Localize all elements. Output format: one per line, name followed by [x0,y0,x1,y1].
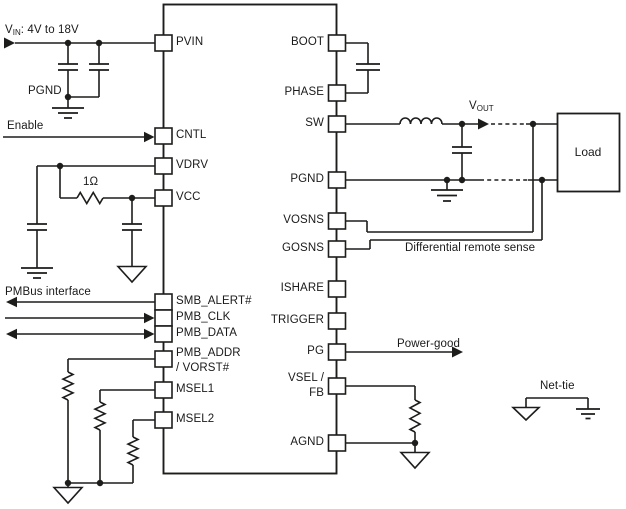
pin-label-vcc: VCC [176,191,201,203]
earth-ground-icon [52,107,84,119]
earth-ground-icon [576,408,600,420]
signal-ground-icon [511,406,541,422]
pin-box-pmb-addr [154,350,173,368]
pin-label-msel2: MSEL2 [176,413,215,425]
remote-sense-label: Differential remote sense [405,242,536,254]
vin-label: VIN: 4V to 18V [5,24,79,37]
pin-label-agnd: AGND [290,436,324,448]
vout-label: VOUT [469,100,494,113]
net-tie-wires [525,397,589,409]
load-box-outline [556,112,621,193]
vdrv-net-wires [36,165,155,268]
vin-net-wires [15,42,155,108]
signal-ground-icon [116,265,148,284]
earth-ground-icon [431,189,463,202]
input-capacitor-2-icon [89,63,109,71]
earth-ground-icon [21,267,53,279]
pin-box-sw [327,115,347,133]
msel1-net-wires [99,389,155,483]
pin-box-vdrv [154,157,173,175]
pin-label-ishare: ISHARE [280,282,324,294]
pin-label-phase: PHASE [284,86,324,98]
msel1-resistor-icon [93,401,107,431]
pmb-addr-net-wires [67,358,155,483]
pin-label-gosns: GOSNS [281,242,324,254]
pin-box-ishare [327,280,347,298]
vcc-capacitor-icon [122,223,142,231]
pin-label-smb-alert: SMB_ALERT# [176,295,252,307]
bootstrap-capacitor-icon [356,63,380,71]
pin-box-msel1 [154,381,173,399]
pin-label-vosns: VOSNS [283,214,324,226]
pin-label-vdrv: VDRV [176,159,209,171]
pin-label-pgnd: PGND [290,173,324,185]
pin-box-pgnd [327,171,347,189]
pin-box-pg [327,343,347,361]
pmbus-interface-label: PMBus interface [5,286,91,298]
signal-ground-icon [52,486,84,505]
signal-ground-icon [399,451,431,470]
msel2-resistor-icon [126,436,140,466]
feedback-resistor-icon [408,399,422,433]
pin-box-boot [327,34,347,52]
pmb-data-in-arrow-icon [144,328,155,340]
pin-box-vsel-fb [327,377,347,395]
bootstrap-net-wires [345,42,369,94]
pin-label-trigger: TRIGGER [270,314,324,326]
vcc-net-wires [59,166,155,266]
pin-label-pmb-data: PMB_DATA [176,327,238,339]
pin-label-vsel-fb: VSEL / FB [288,372,324,399]
load-label: Load [574,145,602,159]
pin-label-pvin: PVIN [176,36,204,48]
pin-box-smb-alert [154,293,173,311]
pin-box-vcc [154,189,173,207]
pin-box-cntl [154,127,173,145]
ic-pin-boxes [154,34,347,452]
filter-resistor-value-label: 1Ω [83,176,99,188]
pin-label-cntl: CNTL [176,129,207,141]
ic-body [162,3,338,475]
input-pgnd-label: PGND [28,85,62,97]
pin-box-gosns [327,240,347,258]
pmb-clk-in-arrow-icon [144,312,155,324]
pin-box-agnd [327,434,347,452]
output-inductor-icon [399,117,443,125]
smb-alert-out-arrow-icon [6,296,17,308]
enable-arrow-icon [144,131,155,143]
pin-label-pg: PG [307,345,324,357]
pin-box-phase [327,84,347,102]
input-capacitor-1-icon [58,63,78,71]
remote-sense-wires [345,124,543,250]
filter-resistor-icon [76,190,104,206]
msel2-net-wires [132,419,155,483]
output-capacitor-icon [452,146,472,154]
pin-box-vosns [327,212,347,230]
junction-dots [56,39,546,487]
pin-label-msel1: MSEL1 [176,383,215,395]
power-good-arrow-icon [452,346,463,358]
power-good-label: Power-good [397,338,461,350]
vdrv-capacitor-icon [27,223,47,231]
enable-label: Enable [7,120,44,132]
pin-label-pmb-clk: PMB_CLK [176,311,231,323]
pin-box-trigger [327,312,347,330]
pin-box-pvin [154,34,173,52]
pmbus-wires [5,301,155,335]
pmb-addr-resistor-icon [61,371,75,401]
feedback-net-wires [345,385,416,452]
vout-arrow-icon [478,118,489,130]
pin-label-boot: BOOT [291,36,324,48]
pin-box-pmb-data [154,325,173,343]
pgnd-net-wires [345,179,557,190]
pin-label-pmb-addr: PMB_ADDR / VORST# [176,347,241,374]
pmb-data-out-arrow-icon [6,328,17,340]
pin-box-msel2 [154,411,173,429]
pin-label-sw: SW [305,117,324,129]
pin-box-pmb-clk [154,309,173,327]
net-tie-label: Net-tie [540,380,575,392]
vin-source-arrow-icon [4,37,15,49]
